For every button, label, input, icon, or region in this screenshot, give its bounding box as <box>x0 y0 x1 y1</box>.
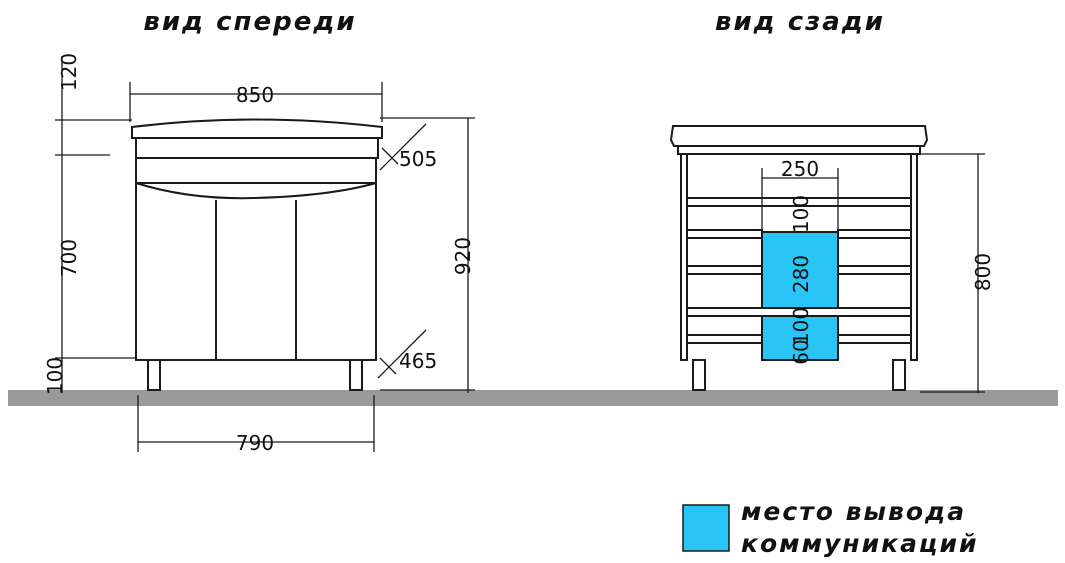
back-opening-width: 250 <box>781 157 819 181</box>
back-cabinet <box>669 125 929 361</box>
back-offset-100-bottom: 100 <box>789 307 813 345</box>
front-lower-depth: 465 <box>399 349 437 373</box>
back-rails <box>686 197 912 344</box>
back-opening-height: 280 <box>789 255 813 293</box>
legend-line-2: коммуникаций <box>741 529 979 558</box>
front-top-height: 120 <box>57 53 81 91</box>
back-leg-left <box>692 359 706 391</box>
front-cabinet <box>131 118 383 361</box>
back-dimension-lines <box>761 153 985 393</box>
front-bottom-height: 100 <box>43 357 67 395</box>
back-offset-60: 60 <box>789 339 813 364</box>
front-middle-height: 700 <box>57 239 81 277</box>
legend-swatch <box>682 504 730 552</box>
front-top-width: 850 <box>236 83 274 107</box>
back-total-height: 800 <box>971 253 995 291</box>
front-leg-right <box>349 359 363 391</box>
front-leg-left <box>147 359 161 391</box>
front-upper-depth: 505 <box>399 147 437 171</box>
back-leg-right <box>892 359 906 391</box>
back-view-title: вид сзади <box>715 7 885 37</box>
front-view-title: вид спереди <box>143 7 356 37</box>
front-bottom-width: 790 <box>236 431 274 455</box>
floor <box>8 390 1058 406</box>
front-total-height: 920 <box>451 237 475 275</box>
front-dimension-lines <box>55 56 475 452</box>
legend-line-1: место вывода <box>741 497 966 526</box>
communication-opening <box>761 231 839 361</box>
back-offset-100-top: 100 <box>789 195 813 233</box>
